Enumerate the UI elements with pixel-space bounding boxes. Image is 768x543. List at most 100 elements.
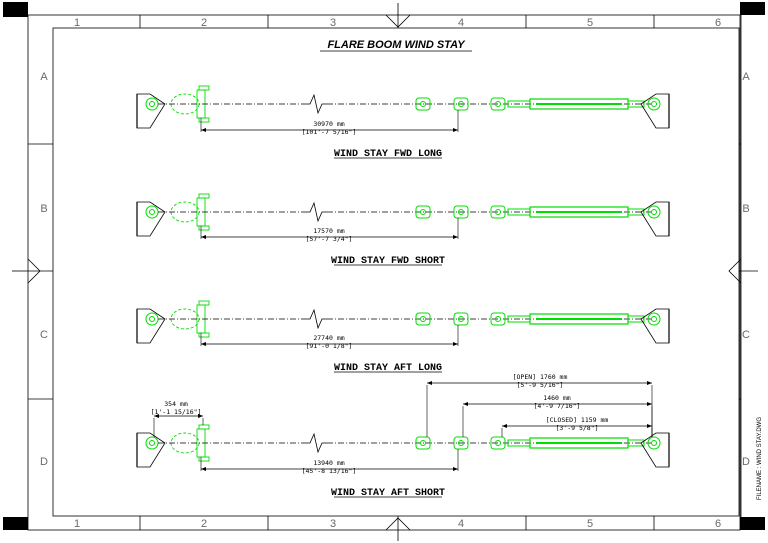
left-pin-hole-icon xyxy=(149,209,155,215)
thimble-fitting-icon xyxy=(490,436,506,450)
fitting-pin-icon xyxy=(420,440,426,446)
fitting-pin-icon xyxy=(495,316,501,322)
grid-col-label-bottom: 3 xyxy=(330,518,336,530)
break-symbol-icon xyxy=(305,93,327,115)
shackle-nut-icon xyxy=(198,332,210,338)
wind-stay-assembly: 30970 mm[101'-7 5/16"] WIND STAY FWD LONG xyxy=(136,85,670,160)
grid-col-label-bottom: 1 xyxy=(74,518,80,530)
mid-length-ftin: [4'-9 7/16"] xyxy=(534,402,581,410)
grid-col-label-bottom: 2 xyxy=(201,518,207,530)
fitting-pin-icon xyxy=(458,440,464,446)
right-pin-icon xyxy=(647,97,661,111)
corner-mark-tl xyxy=(3,2,28,15)
turnbuckle-end-icon xyxy=(627,100,645,108)
inner-border xyxy=(52,27,740,517)
corner-mark-br xyxy=(740,517,765,530)
right-pin-hole-icon xyxy=(651,209,657,215)
socket-fitting-icon xyxy=(453,312,469,326)
left-pin-icon xyxy=(145,312,159,326)
socket-fitting-icon xyxy=(415,312,431,326)
left-anchor-plate xyxy=(136,93,166,129)
dimension-arrow xyxy=(463,402,468,406)
right-anchor-plate xyxy=(640,432,670,468)
shackle-nut-icon xyxy=(198,225,210,231)
socket-fitting-icon xyxy=(415,205,431,219)
closed-length-ftin: [3'-9 5/8"] xyxy=(555,424,598,432)
assembly-label: WIND STAY FWD SHORT xyxy=(331,256,445,267)
right-pin-hole-icon xyxy=(651,316,657,322)
grid-row-label-left: D xyxy=(40,456,48,468)
fitting-pin-icon xyxy=(495,440,501,446)
corner-bar-tl xyxy=(3,15,28,17)
left-pin-hole-icon xyxy=(149,440,155,446)
outer-border xyxy=(27,14,741,531)
dimension-arrow xyxy=(427,381,432,385)
overall-length-ftin: [57'-7 3/4"] xyxy=(306,235,353,243)
turnbuckle-end-icon xyxy=(627,439,645,447)
fitting-pin-icon xyxy=(495,101,501,107)
end-fitting-length-mm: 354 mm xyxy=(164,400,188,408)
break-symbol-icon xyxy=(305,432,327,454)
right-anchor-plate xyxy=(640,308,670,344)
right-anchor-plate xyxy=(640,93,670,129)
assembly-label: WIND STAY FWD LONG xyxy=(334,149,442,160)
overall-length-mm: 17570 mm xyxy=(313,227,344,235)
grid-col-label-bottom: 6 xyxy=(715,518,721,530)
socket-fitting-icon xyxy=(415,97,431,111)
wind-stay-assembly: 17570 mm[57'-7 3/4"] WIND STAY FWD SHORT xyxy=(136,193,670,267)
dimension-arrow xyxy=(201,235,206,239)
dimension-arrow xyxy=(502,424,507,428)
fitting-pin-icon xyxy=(495,209,501,215)
shackle-nut-icon xyxy=(198,456,210,462)
overall-length-mm: 27740 mm xyxy=(313,334,344,342)
turnbuckle-end-icon xyxy=(627,208,645,216)
assembly-label: WIND STAY AFT SHORT xyxy=(331,488,445,499)
left-pin-icon xyxy=(145,97,159,111)
socket-fitting-icon xyxy=(415,436,431,450)
shackle-nut-icon xyxy=(198,193,210,199)
corner-mark-tr xyxy=(740,2,765,15)
left-pin-hole-icon xyxy=(149,316,155,322)
break-symbol-icon xyxy=(305,308,327,330)
overall-length-ftin: [101'-7 5/16"] xyxy=(302,128,357,136)
dimension-arrow xyxy=(647,381,652,385)
fitting-pin-icon xyxy=(458,101,464,107)
left-pin-hole-icon xyxy=(149,101,155,107)
socket-fitting-icon xyxy=(453,97,469,111)
right-pin-icon xyxy=(647,312,661,326)
shackle-nut-icon xyxy=(198,117,210,123)
dimension-arrow xyxy=(453,128,458,132)
grid-col-label-top: 6 xyxy=(715,17,721,29)
left-anchor-plate xyxy=(136,201,166,237)
center-arrow-right xyxy=(728,258,742,284)
sheet-frame xyxy=(27,14,742,531)
dimension-arrow xyxy=(198,414,203,418)
dimension-arrow xyxy=(647,402,652,406)
fitting-pin-icon xyxy=(420,316,426,322)
turnbuckle-end-icon xyxy=(627,315,645,323)
fitting-pin-icon xyxy=(458,316,464,322)
right-anchor-plate xyxy=(640,201,670,237)
right-pin-icon xyxy=(647,436,661,450)
shackle-nut-icon xyxy=(198,300,210,306)
grid-row-label-left: C xyxy=(40,329,48,341)
thimble-fitting-icon xyxy=(490,312,506,326)
break-symbol-icon xyxy=(305,201,327,223)
grid-row-label-right: D xyxy=(742,456,750,468)
right-pin-hole-icon xyxy=(651,440,657,446)
overall-length-mm: 30970 mm xyxy=(313,120,344,128)
wind-stay-assembly: 13940 mm[45'-8 13/16"]WIND STAY AFT SHOR… xyxy=(136,373,670,499)
dimension-arrow xyxy=(154,414,159,418)
overall-length-ftin: [45'-8 13/16"] xyxy=(302,467,357,475)
dimension-arrow xyxy=(453,342,458,346)
open-length-mm: [OPEN] 1760 mm xyxy=(513,373,568,381)
assemblies-layer: 30970 mm[101'-7 5/16"] WIND STAY FWD LONG… xyxy=(136,85,670,499)
filename-side-label: FILENAME : WIND STAY.DWG xyxy=(757,417,763,500)
dimension-arrow xyxy=(453,235,458,239)
grid-col-label-bottom: 5 xyxy=(587,518,593,530)
closed-length-mm: [CLOSED] 1159 mm xyxy=(546,416,609,424)
dimension-arrow xyxy=(201,467,206,471)
thimble-fitting-icon xyxy=(490,205,506,219)
